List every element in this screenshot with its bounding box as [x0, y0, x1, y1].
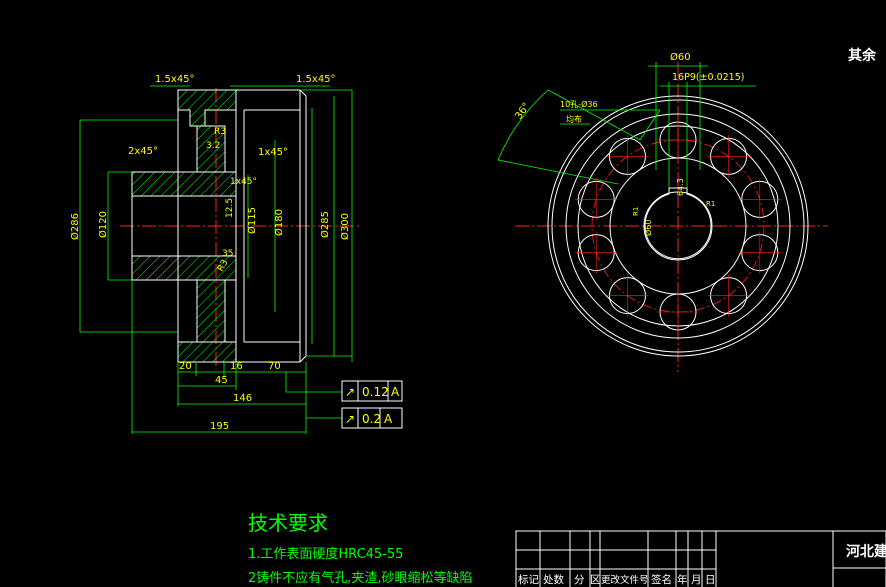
dim-r3: R3: [214, 127, 226, 137]
hole-pattern: [575, 119, 781, 333]
tb-header-zone: 区: [590, 574, 601, 586]
tech-req-title: 技术要求: [248, 511, 328, 535]
tech-requirements: 技术要求 1.工作表面硬度HRC45-55 2铸件不应有气孔,夹渣,砂眼缩松等缺…: [248, 511, 473, 586]
dim-w70: 70: [268, 361, 281, 372]
roughness-note: 其余: [848, 47, 877, 64]
dim-chamfer-left: 2x45°: [128, 146, 158, 157]
dim-angle: 36°: [513, 101, 532, 122]
title-block: 标记 处数 分 区 更改文件号 签名 年 月 日 河北建: [515, 530, 886, 587]
dim-d115: Ø115: [246, 207, 258, 234]
dim-r35: 35: [222, 249, 233, 259]
dim-w20: 20: [179, 361, 192, 372]
company-name: 河北建: [846, 543, 886, 560]
dim-w16: 16: [230, 361, 243, 372]
dim-r125: 12.5: [225, 198, 235, 218]
tech-req-item-1: 1.工作表面硬度HRC45-55: [248, 546, 403, 562]
tb-header-mark: 标记: [518, 574, 539, 586]
dim-d300: Ø300: [339, 213, 351, 240]
section-outline: [131, 89, 307, 363]
tech-req-item-2: 2铸件不应有气孔,夹渣,砂眼缩松等缺陷: [248, 570, 473, 586]
dim-d286: Ø286: [69, 213, 81, 240]
dim-r1: R1: [632, 207, 640, 216]
web-bottom: [196, 279, 226, 343]
dim-r32: 3.2: [206, 141, 220, 151]
tolerance-frame-1: ↗ 0.12 A: [341, 380, 403, 402]
dim-holes: 10孔-Ø36: [560, 99, 598, 109]
tolerance-datum: A: [384, 412, 393, 426]
runout-icon: ↗: [345, 412, 355, 426]
hub-top: [131, 171, 237, 197]
tb-header-year: 年: [677, 573, 688, 586]
dim-w146: 146: [233, 393, 252, 404]
dim-w195: 195: [210, 421, 229, 432]
tb-header-month: 月: [691, 574, 702, 586]
rim-section-bottom: [177, 341, 237, 363]
dim-chamfer-top-right: 1.5x45°: [296, 74, 336, 85]
dim-d120: Ø120: [97, 211, 109, 238]
dim-hub: 64.3: [676, 178, 685, 196]
dim-hole-note: 均布: [566, 114, 582, 124]
tolerance-value: 0.2: [362, 412, 381, 426]
dim-chamfer-inner: 1x45°: [230, 177, 257, 187]
dim-d180: Ø180: [273, 209, 285, 236]
tb-header-count: 处数: [543, 573, 564, 586]
tolerance-datum: A: [391, 385, 400, 399]
section-dimension-lines: [79, 85, 353, 434]
tb-header-div: 分: [574, 574, 585, 586]
tb-header-change-doc: 更改文件号: [601, 574, 649, 586]
dim-chamfer-mid-right: 1x45°: [258, 147, 288, 158]
dim-d60: Ø60: [670, 51, 691, 63]
tolerance-value: 0.12: [362, 385, 389, 399]
dim-keyway: 16P9(±0.0215): [672, 72, 744, 83]
dim-w45: 45: [215, 375, 228, 386]
bore-keyway: [644, 187, 712, 260]
dim-r1b: R1: [706, 200, 715, 208]
section-view: 1.5x45° 1.5x45° 2x45° 1x45° 1x45° R3 3.2…: [69, 74, 403, 434]
tb-header-sign: 签名: [651, 573, 672, 586]
end-view: Ø60 16P9(±0.0215) 10孔-Ø36 均布 36° 64.3 Ø6…: [497, 51, 828, 372]
dim-bore: Ø60: [643, 220, 653, 236]
runout-icon: ↗: [345, 385, 355, 399]
rim-section-top: [177, 89, 237, 127]
dim-d285: Ø285: [319, 211, 331, 238]
tolerance-frame-2: ↗ 0.2 A: [341, 407, 403, 429]
end-view-dimension-lines: [497, 62, 756, 188]
dim-chamfer-top-left: 1.5x45°: [155, 74, 195, 85]
tb-header-day: 日: [705, 574, 716, 586]
